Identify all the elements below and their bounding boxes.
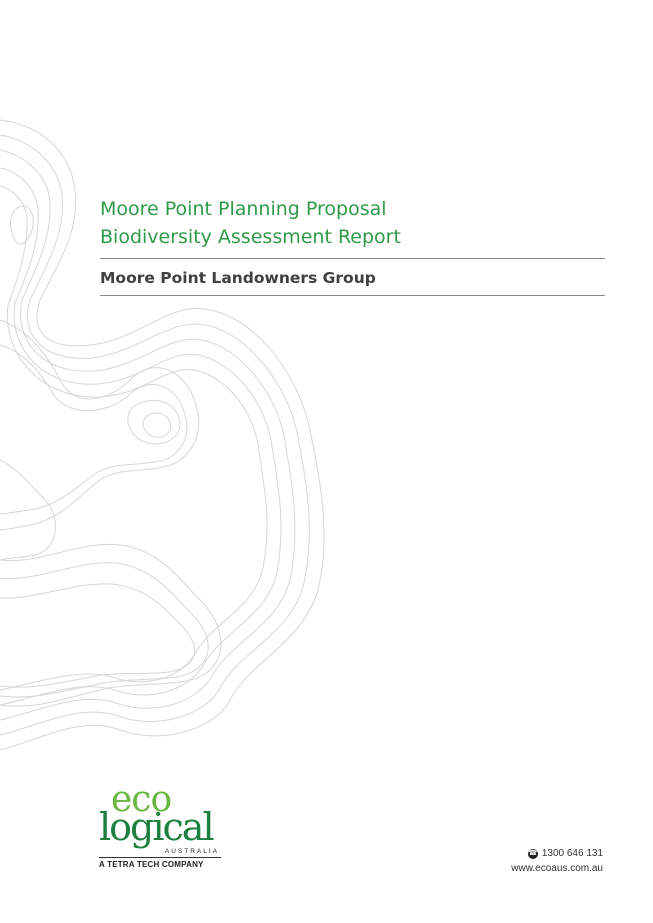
- client-name: Moore Point Landowners Group: [100, 269, 376, 287]
- logo-divider: [99, 857, 221, 858]
- logo-tagline: A TETRA TECH COMPANY: [99, 860, 204, 869]
- contact-block: ☎ 1300 646 131 www.ecoaus.com.au: [511, 846, 603, 876]
- logo-australia-text: AUSTRALIA: [164, 848, 219, 855]
- phone-icon: ☎: [527, 848, 538, 859]
- report-title: Moore Point Planning Proposal Biodiversi…: [100, 195, 401, 251]
- title-divider-bottom: [100, 295, 605, 296]
- phone-row: ☎ 1300 646 131: [511, 846, 603, 861]
- title-line-2: Biodiversity Assessment Report: [100, 226, 401, 248]
- title-divider-top: [100, 258, 605, 259]
- phone-number: 1300 646 131: [541, 848, 603, 859]
- logo-logical-text: logical: [99, 805, 215, 849]
- website-link[interactable]: www.ecoaus.com.au: [511, 863, 603, 874]
- eco-logical-logo: eco logical AUSTRALIA A TETRA TECH COMPA…: [99, 782, 229, 874]
- logo-eco-text: eco: [111, 779, 172, 820]
- title-line-1: Moore Point Planning Proposal: [100, 198, 387, 220]
